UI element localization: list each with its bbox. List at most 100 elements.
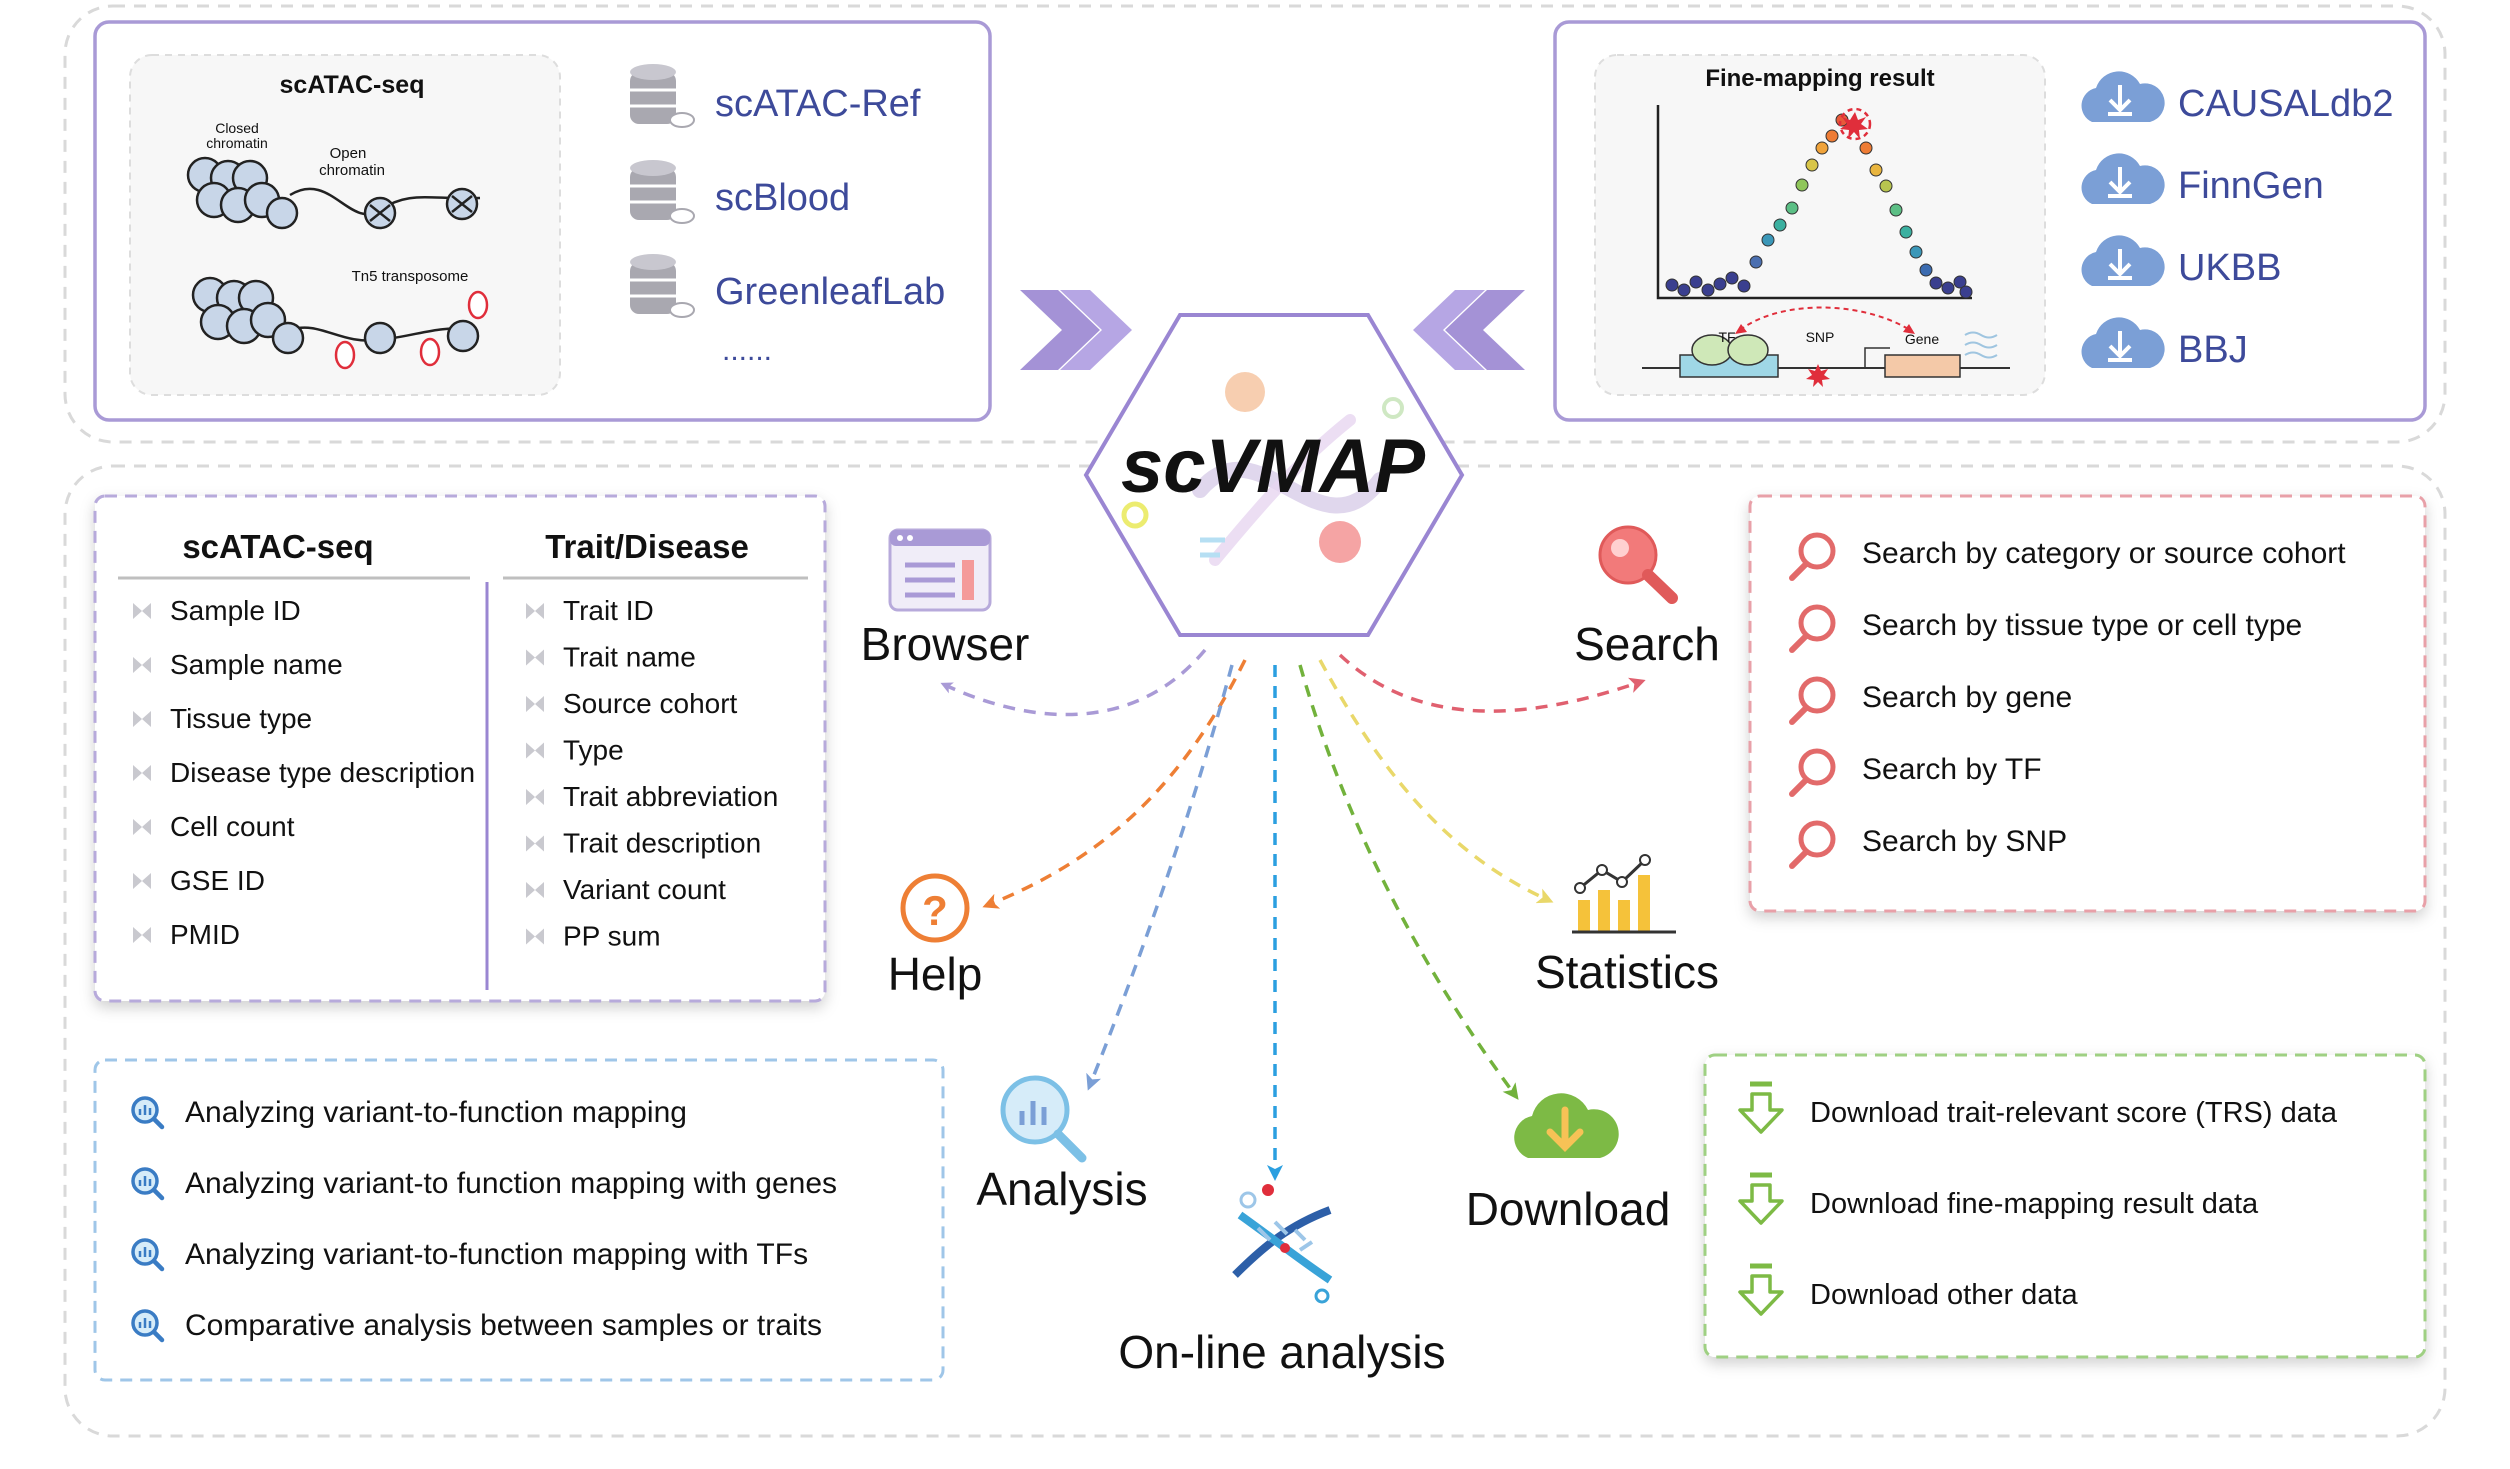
bullet-icon [133,819,151,835]
module-browser: Browser [861,618,1030,670]
chevron-left-icon [1413,290,1525,370]
scatac-panel-title: scATAC-seq [280,71,425,99]
search-icon [1789,604,1836,653]
browser-field-item: Trait ID [563,595,654,626]
search-icon [1789,820,1836,869]
bullet-icon [133,603,151,619]
search-option-item: Search by tissue type or cell type [1862,609,2302,642]
search-icon [1789,532,1836,581]
closed-chromatin-label-2: chromatin [206,135,267,151]
dna-icon [1232,1184,1333,1304]
finemap-points [1665,107,1973,299]
download-arrow-icon [1738,1081,1784,1134]
analysis-option-item: Comparative analysis between samples or … [185,1309,822,1342]
analysis-options-panel: Analyzing variant-to-function mappingAna… [93,1058,945,1382]
arrow-to-browser [940,648,1207,717]
analysis-options-list: Analyzing variant-to-function mappingAna… [131,1096,837,1343]
browser-field-item: Sample ID [170,595,301,626]
arrow-to-analysis [1086,664,1234,1091]
download-option-item: Download trait-relevant score (TRS) data [1810,1097,2338,1129]
closed-chromatin-illustration [186,156,481,230]
database-icon [630,254,695,318]
search-option-item: Search by TF [1862,753,2042,786]
source-scblood: scBlood [715,177,850,219]
search-options-panel: Search by category or source cohortSearc… [1748,494,2427,913]
browser-field-item: Trait name [563,642,696,673]
browser-field-item: Trait abbreviation [563,781,778,812]
finemapping-source-panel: Fine-mapping result [1553,20,2427,422]
module-help: Help [888,948,983,1000]
finemap-plot-axes [1656,105,1972,300]
download-option-item: Download other data [1810,1279,2078,1311]
module-analysis: Analysis [976,1163,1147,1215]
bullet-icon [133,657,151,673]
browser-field-item: Cell count [170,811,295,842]
arrow-to-statistics [1318,659,1554,904]
snp-label: SNP [1806,329,1835,345]
tn5-chromatin-illustration [191,276,489,370]
tf-snp-gene-schematic [1642,306,2010,387]
browser-field-item: PMID [170,919,240,950]
search-option-item: Search by gene [1862,681,2072,714]
source-finngen: FinnGen [2178,165,2324,207]
database-icon [630,160,695,224]
browser-field-item: PP sum [563,921,661,952]
hub-arrows [940,648,1646,1181]
analysis-magnifier-icon [131,1167,165,1201]
search-options-list: Search by category or source cohortSearc… [1789,532,2346,869]
bullet-icon [526,742,544,759]
bullet-icon [526,928,544,945]
analysis-magnifier-icon [131,1096,165,1130]
gene-label: Gene [1905,331,1939,347]
browser-field-item: GSE ID [170,865,265,896]
analysis-magnifier-icon [131,1309,165,1343]
finemap-panel-title: Fine-mapping result [1705,65,1934,92]
search-option-item: Search by SNP [1862,825,2067,858]
search-option-item: Search by category or source cohort [1862,537,2346,570]
bullet-icon [133,873,151,889]
statistics-chart-icon [1572,854,1676,934]
database-icon [630,64,695,128]
source-greenleaflab: GreenleafLab [715,271,945,313]
scatac-source-panel: scATAC-seq Closed chromatin Open chromat… [93,20,992,422]
search-icon [1598,525,1678,604]
browser-field-item: Source cohort [563,688,738,719]
bullet-icon [526,835,544,852]
analysis-magnifier-icon [131,1238,165,1272]
browser-left-header: scATAC-seq [182,528,373,565]
source-more-ellipsis: ...... [722,334,772,367]
closed-chromatin-label-1: Closed [215,120,259,136]
arrow-to-help [982,659,1247,909]
browser-field-item: Type [563,735,624,766]
browser-field-item: Sample name [170,649,343,680]
browser-field-item: Disease type description [170,757,475,788]
hub-title: scVMAP [1121,424,1425,509]
cloud-download-icon [1514,1093,1619,1158]
download-arrow-icon [1738,1172,1784,1225]
browser-right-header: Trait/Disease [545,528,749,565]
download-options-panel: Download trait-relevant score (TRS) data… [1703,1053,2427,1359]
browser-icon [888,528,992,612]
search-icon [1789,676,1836,725]
module-download: Download [1466,1183,1671,1235]
browser-fields-panel: scATAC-seq Trait/Disease Sample IDSample… [93,494,827,1003]
download-arrow-icon [1738,1263,1784,1316]
cloud-download-icon [2081,235,2165,286]
source-causaldb2: CAUSALdb2 [2178,83,2393,125]
bullet-icon [133,711,151,727]
browser-field-item: Tissue type [170,703,312,734]
bullet-icon [133,927,151,943]
browser-field-item: Variant count [563,874,726,905]
source-ukbb: UKBB [2178,247,2281,289]
module-online-analysis: On-line analysis [1118,1326,1445,1378]
chevron-right-icon [1020,290,1132,370]
bullet-icon [526,789,544,805]
source-scatac-ref: scATAC-Ref [715,83,921,125]
tf-label: TF [1718,329,1735,345]
download-option-item: Download fine-mapping result data [1810,1188,2259,1220]
open-chromatin-label-1: Open [330,145,367,162]
bullet-icon [526,882,544,898]
